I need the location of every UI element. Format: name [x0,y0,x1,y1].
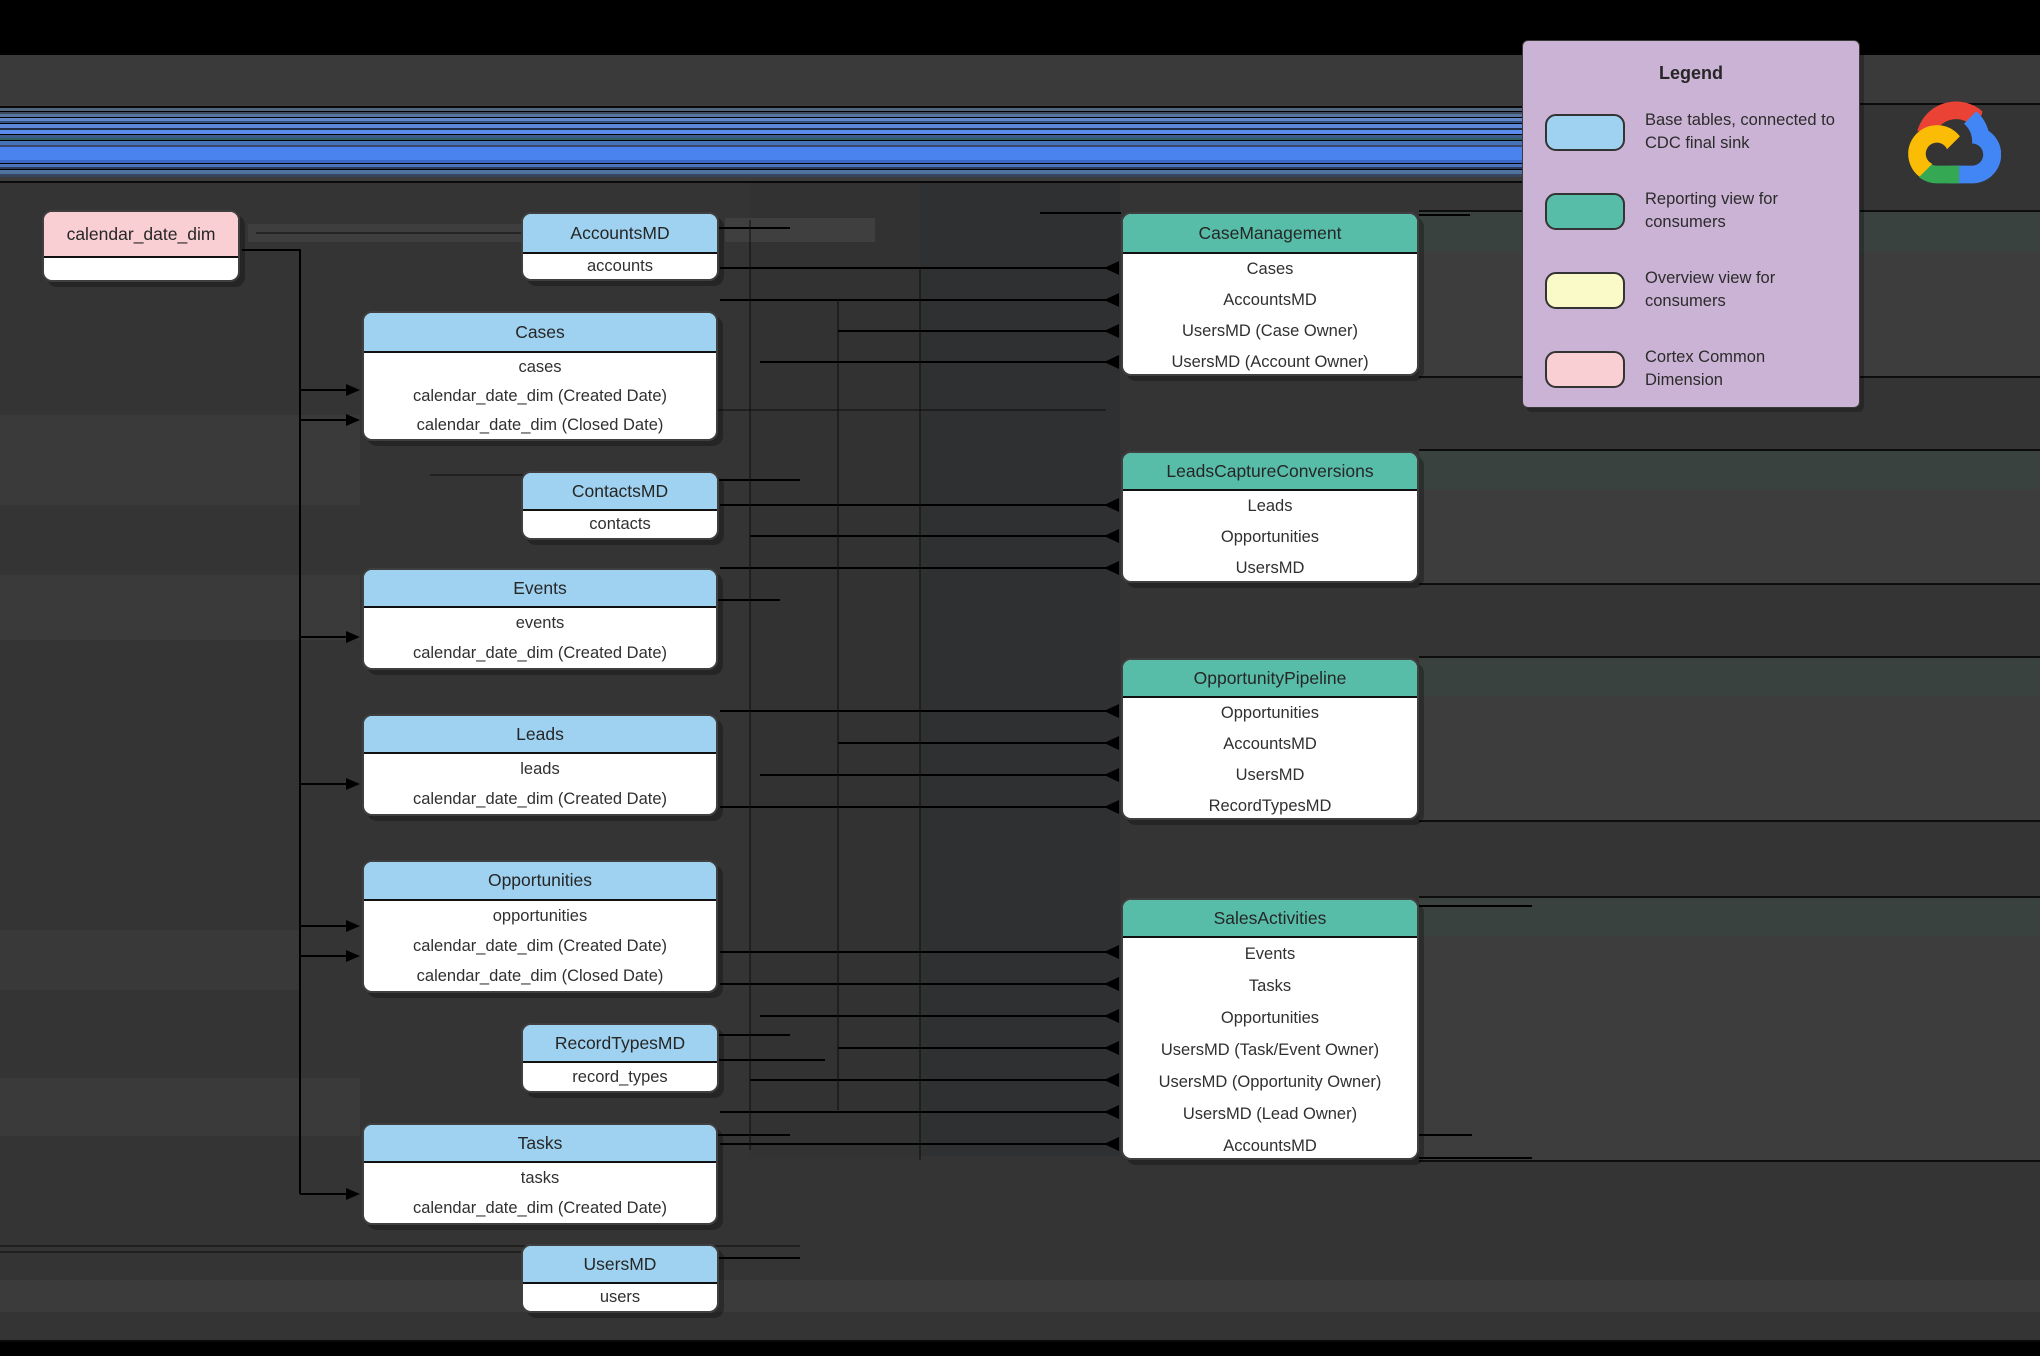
table-opportunities[interactable]: Opportunities opportunities calendar_dat… [362,860,718,993]
table-header: calendar_date_dim [44,212,238,258]
table-row: AccountsMD [1223,291,1317,309]
legend-label: Cortex Common Dimension [1645,348,1766,390]
table-header: Tasks [364,1125,716,1163]
legend-swatch-base-tables [1545,114,1625,151]
table-row: UsersMD (Case Owner) [1181,322,1359,340]
table-row: Leads [1247,497,1293,515]
view-header: OpportunityPipeline [1123,660,1417,698]
table-row: Opportunities [1220,528,1320,546]
view-header: SalesActivities [1123,900,1417,938]
table-row: UsersMD (Account Owner) [1171,353,1369,371]
table-header: ContactsMD [523,473,717,511]
table-cases[interactable]: Cases cases calendar_date_dim (Created D… [362,311,718,441]
arrowheads [346,261,1119,1200]
table-row: tasks [520,1168,560,1187]
table-leads[interactable]: Leads leads calendar_date_dim (Created D… [362,714,718,816]
table-row: opportunities [492,906,588,925]
table-row: calendar_date_dim (Closed Date) [416,966,664,985]
artifact-band [0,930,300,990]
table-usersmd[interactable]: UsersMD users [521,1244,719,1313]
table-header: RecordTypesMD [523,1025,717,1063]
table-row [44,258,238,280]
view-opportunitypipeline[interactable]: OpportunityPipeline Opportunities Accoun… [1121,658,1419,820]
view-casemanagement[interactable]: CaseManagement Cases AccountsMD UsersMD … [1121,212,1419,376]
table-header: AccountsMD [523,214,717,254]
table-row: UsersMD [1235,766,1305,784]
table-events[interactable]: Events events calendar_date_dim (Created… [362,568,718,670]
view-leadscaptureconversions[interactable]: LeadsCaptureConversions Leads Opportunit… [1121,451,1419,583]
table-row: RecordTypesMD [1208,797,1332,815]
legend-swatch-reporting-view [1545,193,1625,230]
table-accountsmd[interactable]: AccountsMD accounts [521,212,719,281]
table-header: Cases [364,313,716,353]
legend-label: Reporting view for consumers [1645,190,1778,232]
table-row: accounts [586,257,654,275]
view-header: LeadsCaptureConversions [1123,453,1417,491]
table-row: Tasks [1248,976,1292,995]
view-header: CaseManagement [1123,214,1417,254]
artifact-band [1419,896,2040,1162]
table-row: calendar_date_dim (Created Date) [412,936,668,955]
legend-label: Overview view for consumers [1645,269,1776,311]
bottom-black-band [0,1340,2040,1356]
table-row: UsersMD [1235,559,1305,577]
glitch-stripe-band [0,103,1525,181]
artifact-band [920,183,1120,1156]
table-header: Opportunities [364,862,716,901]
stripe-bottom-line [0,181,1525,183]
artifact-band [1419,449,2040,585]
table-row: AccountsMD [1223,735,1317,753]
legend-swatch-overview-view [1545,272,1625,309]
table-row: UsersMD (Lead Owner) [1182,1104,1358,1123]
table-row: calendar_date_dim (Created Date) [412,1198,668,1217]
table-recordtypesmd[interactable]: RecordTypesMD record_types [521,1023,719,1093]
table-row: contacts [589,515,651,533]
table-row: calendar_date_dim (Created Date) [412,387,668,405]
table-row: Opportunities [1220,1008,1320,1027]
table-header: Leads [364,716,716,754]
legend: Legend Base tables, connected to CDC fin… [1522,40,1860,408]
table-row: cases [518,358,562,376]
table-row: UsersMD (Task/Event Owner) [1160,1040,1380,1059]
table-row: Opportunities [1220,704,1320,722]
table-row: Events [1244,944,1296,963]
google-cloud-logo-icon [1908,101,2001,184]
table-row: Cases [1246,260,1294,278]
table-row: calendar_date_dim (Closed Date) [416,415,664,434]
table-row: events [515,613,565,632]
legend-title: Legend [1658,63,1723,83]
view-salesactivities[interactable]: SalesActivities Events Tasks Opportuniti… [1121,898,1419,1160]
artifact-band [1419,656,2040,822]
table-calendar-date-dim[interactable]: calendar_date_dim [42,210,240,282]
artifact-band [0,1280,2040,1312]
table-header: Events [364,570,716,608]
table-row: UsersMD (Opportunity Owner) [1158,1072,1382,1091]
legend-label: Base tables, connected to CDC final sink [1645,111,1835,153]
table-header: UsersMD [523,1246,717,1284]
table-row: calendar_date_dim (Created Date) [412,643,668,662]
table-row: calendar_date_dim (Created Date) [412,789,668,808]
table-row: AccountsMD [1223,1136,1317,1155]
table-contactsmd[interactable]: ContactsMD contacts [521,471,719,540]
table-row: users [599,1288,641,1306]
table-row: record_types [572,1067,668,1086]
legend-swatch-common-dimension [1545,351,1625,388]
table-tasks[interactable]: Tasks tasks calendar_date_dim (Created D… [362,1123,718,1225]
table-row: leads [520,759,560,778]
